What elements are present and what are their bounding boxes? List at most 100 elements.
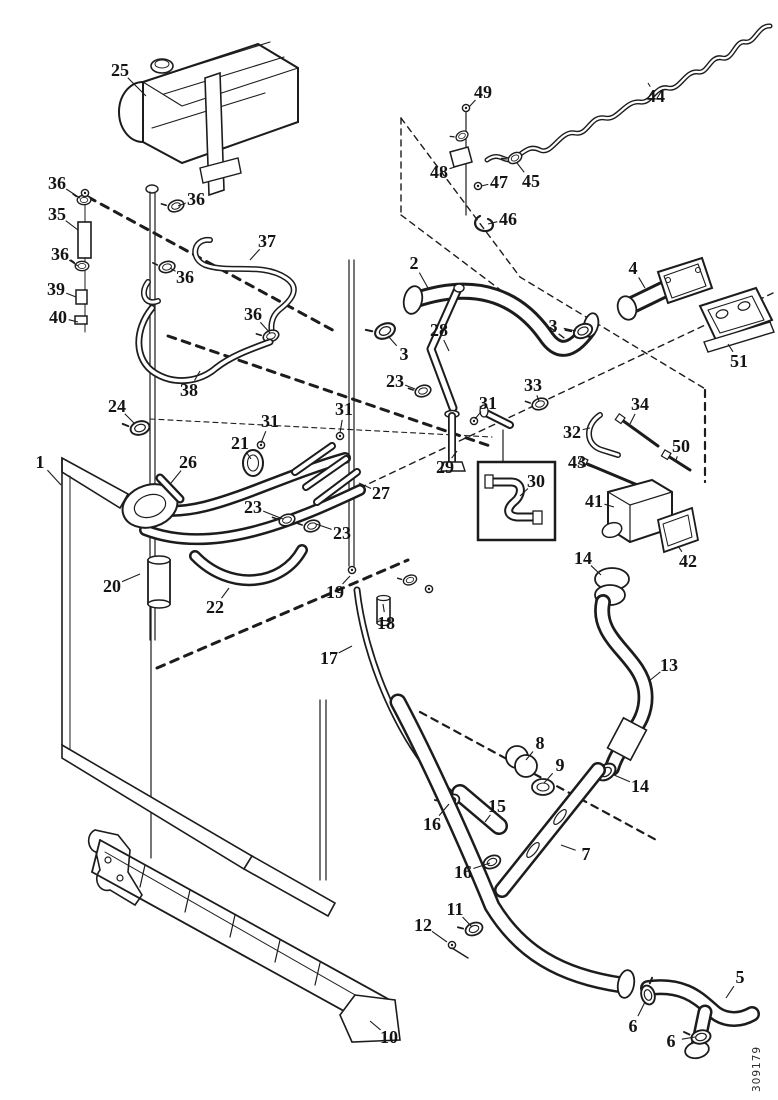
callout-leader-15	[484, 814, 491, 823]
callout-leader-36	[169, 267, 176, 272]
callout-leader-21	[245, 451, 252, 460]
callout-leader-51	[727, 343, 734, 353]
callout-22: 22	[206, 597, 224, 617]
callout-leader-6	[681, 1036, 696, 1040]
callout-leader-8	[525, 751, 534, 761]
callout-leader-49	[468, 99, 476, 108]
callout-leader-43	[587, 464, 596, 469]
callout-14: 14	[574, 548, 592, 568]
callout-37: 37	[258, 231, 276, 251]
callout-leader-13	[648, 671, 661, 682]
callout-leader-46	[487, 221, 498, 225]
callout-leader-23	[315, 523, 332, 530]
callout-leader-34	[629, 413, 636, 425]
callout-35: 35	[48, 204, 66, 224]
callout-39: 39	[47, 279, 65, 299]
callout-leader-37	[249, 248, 261, 261]
callout-leader-11	[462, 916, 473, 928]
callout-9: 9	[556, 755, 565, 775]
callout-36: 36	[51, 244, 69, 264]
callout-leader-44	[647, 82, 651, 87]
mounting-hardware-column	[70, 188, 92, 333]
callout-leader-31	[339, 419, 343, 434]
callout-leader-5	[725, 985, 735, 999]
callout-21: 21	[231, 433, 249, 453]
callout-leader-7	[560, 844, 576, 851]
callout-16: 16	[454, 862, 472, 882]
callout-leader-3	[387, 335, 398, 347]
callout-leader-2	[418, 272, 429, 289]
callout-leader-38	[194, 370, 201, 381]
callout-leader-4	[638, 277, 646, 289]
callout-leader-45	[516, 162, 525, 173]
callout-leader-35	[65, 220, 79, 231]
callout-6: 6	[667, 1031, 676, 1051]
callout-11: 11	[446, 899, 463, 919]
callout-leader-33	[536, 395, 540, 402]
callout-3: 3	[400, 344, 409, 364]
callout-leader-24	[124, 413, 136, 425]
callout-8: 8	[536, 733, 545, 753]
callout-12: 12	[414, 915, 432, 935]
callout-leader-30	[519, 488, 529, 497]
callout-3: 3	[549, 316, 558, 336]
callout-leader-3	[563, 327, 577, 332]
callout-leader-36	[259, 321, 271, 334]
callout-leader-32	[582, 427, 591, 431]
lower-pipes-group	[389, 693, 760, 1060]
callout-49: 49	[474, 82, 492, 102]
fittings-and-housing	[577, 412, 700, 554]
callout-leader-23	[405, 384, 416, 390]
callout-40: 40	[49, 307, 67, 327]
callout-34: 34	[631, 394, 649, 414]
callout-leader-29	[451, 450, 458, 459]
callout-18: 18	[377, 613, 395, 633]
callout-45: 45	[522, 171, 540, 191]
callout-leader-18	[382, 603, 385, 613]
callout-leader-20	[121, 573, 141, 583]
callout-leader-31	[260, 430, 267, 444]
callout-48: 48	[430, 162, 448, 182]
callout-leader-36	[68, 259, 79, 267]
callout-1: 1	[36, 452, 45, 472]
callout-leader-16	[438, 803, 450, 816]
callout-38: 38	[180, 380, 198, 400]
callout-leader-36	[177, 202, 186, 207]
callout-leader-27	[358, 482, 372, 489]
callout-43: 43	[568, 452, 586, 472]
callout-2: 2	[410, 253, 419, 273]
callout-25: 25	[111, 60, 129, 80]
construction-lines	[86, 117, 774, 844]
callout-leader-42	[677, 545, 683, 553]
callout-leader-31	[474, 411, 482, 420]
callout-leader-36	[65, 188, 81, 199]
callout-leader-10	[369, 1020, 381, 1031]
callout-23: 23	[244, 497, 262, 517]
callout-41: 41	[585, 491, 603, 511]
callout-leader-14	[613, 774, 631, 783]
callout-leader-48	[449, 165, 459, 170]
callout-36: 36	[48, 173, 66, 193]
inset-box-30	[476, 429, 557, 542]
callout-36: 36	[244, 304, 262, 324]
elbow-4-flange-51	[616, 256, 775, 353]
callout-36: 36	[176, 267, 194, 287]
callout-33: 33	[524, 375, 542, 395]
manifold-illustration	[121, 416, 366, 609]
callout-20: 20	[103, 576, 121, 596]
callout-27: 27	[372, 483, 390, 503]
callout-leader-41	[604, 503, 615, 508]
callout-leader-22	[221, 587, 230, 599]
callout-leader-28	[443, 339, 450, 352]
callout-51: 51	[730, 351, 748, 371]
callout-50: 50	[672, 436, 690, 456]
callout-4: 4	[629, 258, 638, 278]
radiator-illustration	[61, 456, 337, 918]
callout-leader-23	[263, 510, 284, 520]
callout-42: 42	[679, 551, 697, 571]
callout-14: 14	[631, 776, 649, 796]
callout-31: 31	[335, 399, 353, 419]
crossmember-illustration	[87, 829, 401, 1043]
callout-6: 6	[629, 1016, 638, 1036]
